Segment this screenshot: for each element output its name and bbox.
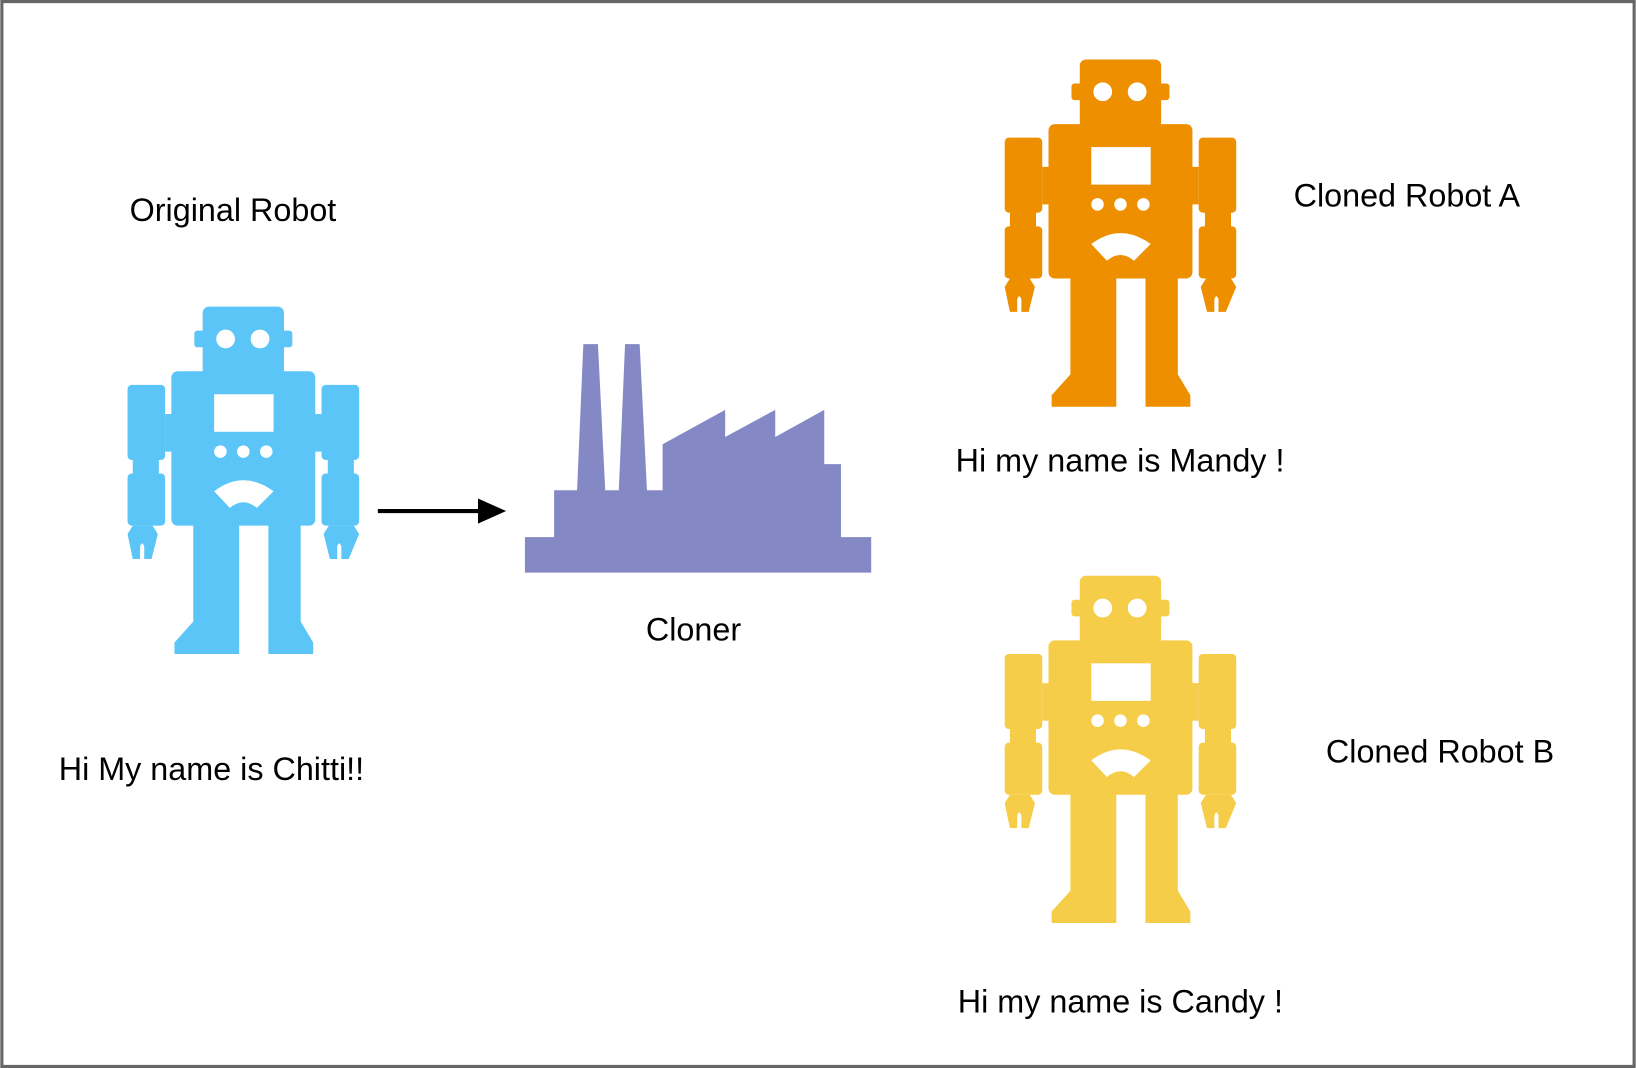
original-robot-title: Original Robot xyxy=(130,192,337,228)
cloned-robot-a-title: Cloned Robot A xyxy=(1294,178,1521,214)
cloned-robot-b-title: Cloned Robot B xyxy=(1326,733,1554,769)
factory-icon xyxy=(524,344,872,573)
cloner-label: Cloner xyxy=(646,611,741,647)
cloned-robot-b-greeting: Hi my name is Candy ! xyxy=(958,984,1283,1020)
arrow-icon xyxy=(377,498,507,524)
original-robot-greeting: Hi My name is Chitti!! xyxy=(59,751,364,787)
cloned-robot-a-greeting: Hi my name is Mandy ! xyxy=(956,442,1285,478)
